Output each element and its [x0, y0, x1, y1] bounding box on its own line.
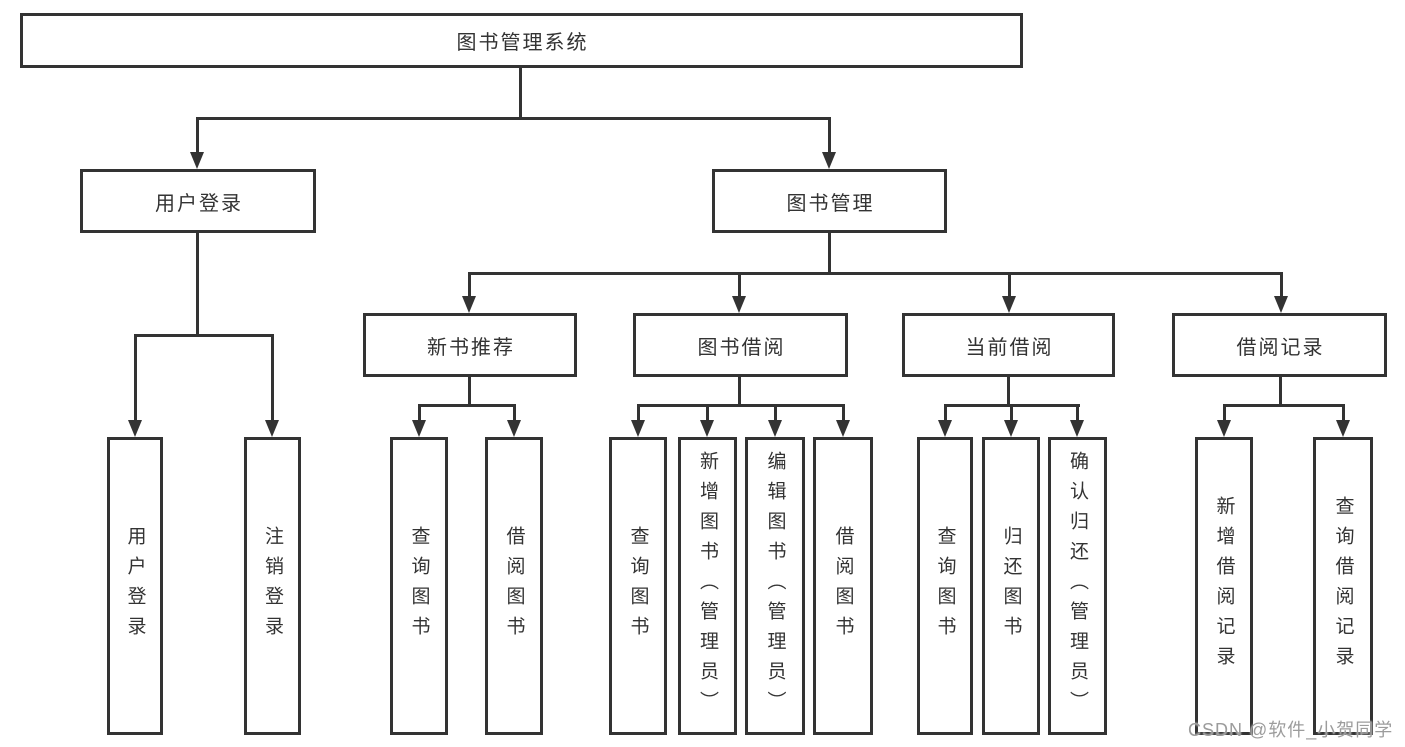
connector-line [1007, 377, 1010, 407]
connector-line [774, 404, 777, 422]
node-root-label: 图书管理系统 [456, 32, 589, 54]
connector-line [513, 404, 516, 422]
connector-line [1223, 404, 1226, 422]
connector-line [828, 233, 831, 274]
leaf-nbr-query-books: 查询图书 [390, 437, 448, 735]
node-new-book-recommend: 新书推荐 [363, 313, 577, 377]
arrow-down-icon [462, 296, 476, 313]
arrow-down-icon [1217, 420, 1231, 437]
connector-line [1280, 272, 1283, 299]
connector-line [842, 404, 845, 422]
connector-line [196, 117, 831, 120]
leaf-cb-confirm-return-admin-label: 确认归还（管理员） [1067, 451, 1088, 721]
arrow-down-icon [732, 296, 746, 313]
arrow-down-icon [1070, 420, 1084, 437]
leaf-logout: 注销登录 [244, 437, 301, 735]
leaf-bb-edit-books-admin: 编辑图书（管理员） [745, 437, 805, 735]
connector-line [1008, 272, 1011, 299]
arrow-down-icon [1274, 296, 1288, 313]
leaf-cb-return-books: 归还图书 [982, 437, 1040, 735]
leaf-cb-confirm-return-admin: 确认归还（管理员） [1048, 437, 1107, 735]
leaf-nbr-query-books-label: 查询图书 [408, 526, 430, 646]
leaf-bb-query-books: 查询图书 [609, 437, 667, 735]
leaf-cb-query-books-label: 查询图书 [934, 526, 956, 646]
connector-line [196, 117, 199, 154]
connector-line [271, 334, 274, 421]
leaf-user-login-label: 用户登录 [124, 526, 146, 646]
connector-line [637, 404, 640, 422]
leaf-br-add-record-label: 新增借阅记录 [1213, 496, 1235, 676]
connector-line [468, 272, 471, 299]
arrow-down-icon [190, 152, 204, 169]
node-book-management: 图书管理 [712, 169, 947, 233]
leaf-br-query-record: 查询借阅记录 [1313, 437, 1373, 735]
arrow-down-icon [631, 420, 645, 437]
connector-line [418, 404, 516, 407]
node-user-login: 用户登录 [80, 169, 316, 233]
leaf-bb-edit-books-admin-label: 编辑图书（管理员） [764, 451, 786, 721]
connector-line [1223, 404, 1345, 407]
leaf-nbr-borrow-books-label: 借阅图书 [503, 526, 525, 646]
leaf-bb-query-books-label: 查询图书 [627, 526, 649, 646]
connector-line [944, 404, 947, 422]
node-new-book-recommend-label: 新书推荐 [427, 336, 515, 359]
connector-line [418, 404, 421, 422]
leaf-bb-add-books-admin: 新增图书（管理员） [678, 437, 737, 735]
connector-line [1342, 404, 1345, 422]
leaf-bb-add-books-admin-label: 新增图书（管理员） [697, 451, 718, 721]
arrow-down-icon [412, 420, 426, 437]
node-borrow-record-label: 借阅记录 [1236, 336, 1325, 359]
connector-line [637, 404, 845, 407]
arrow-down-icon [938, 420, 952, 437]
arrow-down-icon [1004, 420, 1018, 437]
connector-line [706, 404, 709, 422]
arrow-down-icon [128, 420, 142, 437]
leaf-cb-return-books-label: 归还图书 [1000, 526, 1022, 646]
connector-line [738, 377, 741, 407]
arrow-down-icon [507, 420, 521, 437]
connector-line [1010, 404, 1013, 422]
node-borrow-record: 借阅记录 [1172, 313, 1387, 377]
node-user-login-label: 用户登录 [155, 192, 243, 215]
connector-line [134, 334, 274, 337]
leaf-cb-query-books: 查询图书 [917, 437, 973, 735]
connector-line [134, 334, 137, 421]
leaf-bb-borrow-books: 借阅图书 [813, 437, 873, 735]
arrow-down-icon [1336, 420, 1350, 437]
node-current-borrow-label: 当前借阅 [965, 336, 1054, 359]
leaf-logout-label: 注销登录 [262, 526, 283, 646]
connector-line [1076, 404, 1079, 422]
arrow-down-icon [700, 420, 714, 437]
leaf-br-query-record-label: 查询借阅记录 [1332, 496, 1354, 676]
watermark: CSDN @软件_小贺同学 [1188, 720, 1394, 740]
connector-line [519, 68, 522, 120]
connector-line [738, 272, 741, 299]
node-current-borrow: 当前借阅 [902, 313, 1115, 377]
connector-line [828, 117, 831, 154]
connector-line [196, 233, 199, 336]
connector-line [468, 272, 1283, 275]
node-book-borrow: 图书借阅 [633, 313, 848, 377]
arrow-down-icon [836, 420, 850, 437]
node-root: 图书管理系统 [20, 13, 1023, 68]
arrow-down-icon [265, 420, 279, 437]
arrow-down-icon [768, 420, 782, 437]
node-book-management-label: 图书管理 [786, 192, 875, 215]
leaf-br-add-record: 新增借阅记录 [1195, 437, 1253, 735]
leaf-bb-borrow-books-label: 借阅图书 [832, 526, 854, 646]
arrow-down-icon [1002, 296, 1016, 313]
arrow-down-icon [822, 152, 836, 169]
connector-line [468, 377, 471, 407]
node-book-borrow-label: 图书借阅 [697, 336, 786, 359]
leaf-nbr-borrow-books: 借阅图书 [485, 437, 543, 735]
leaf-user-login: 用户登录 [107, 437, 163, 735]
connector-line [1279, 377, 1282, 407]
